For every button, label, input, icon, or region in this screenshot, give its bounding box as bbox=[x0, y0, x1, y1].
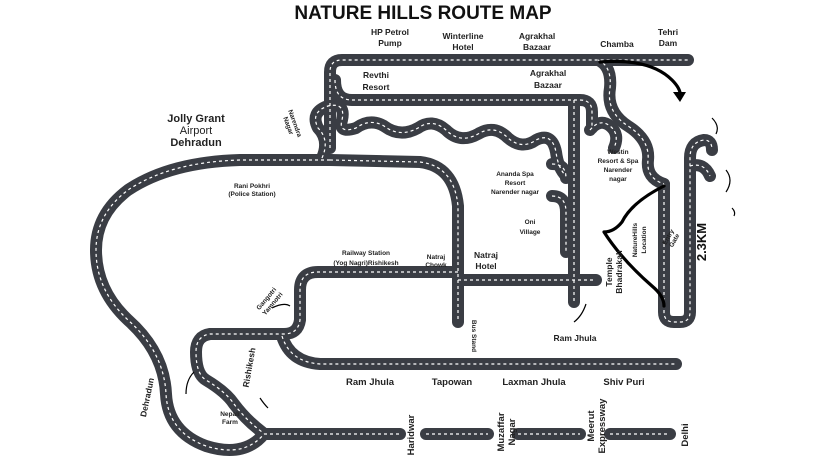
arrow-icon bbox=[271, 303, 291, 309]
direction-arrows bbox=[185, 117, 736, 409]
road-shivpuri bbox=[276, 330, 682, 370]
label-gangotri: GangotriYamnotri bbox=[255, 286, 284, 317]
label-rishikesh: Rishikesh bbox=[241, 347, 258, 388]
arrow-icon bbox=[185, 371, 195, 395]
road-rani-pokhri bbox=[324, 154, 464, 268]
label-ram-jhula-side: Ram Jhula bbox=[554, 333, 597, 343]
label-haridwar: Haridwar bbox=[406, 414, 417, 455]
label-distance: 2.3KM bbox=[694, 223, 709, 261]
label-ram-jhula: Ram Jhula bbox=[346, 377, 395, 388]
highlight-route bbox=[598, 59, 686, 308]
label-narendra-nagar: NarendraNagar bbox=[280, 109, 303, 141]
label-meerut-expressway: MeerutExpressway bbox=[586, 398, 608, 454]
road-railway bbox=[190, 266, 464, 438]
map-title: NATURE HILLS ROUTE MAP bbox=[294, 3, 552, 24]
label-shiv-puri: Shiv Puri bbox=[603, 377, 644, 388]
arrow-icon bbox=[725, 169, 731, 193]
label-railway-station: Railway Station(Yog Nagri)Rishikesh bbox=[333, 250, 398, 267]
label-laxman-jhula: Laxman Jhula bbox=[502, 377, 566, 388]
label-bus-stand: Bus Stand bbox=[470, 320, 477, 352]
label-dehradun-side: Dehradun bbox=[138, 377, 156, 418]
label-muzaffar-nagar: MuzaffarNagar bbox=[496, 412, 518, 451]
label-delhi: Delhi bbox=[680, 423, 691, 446]
road-westin-branch bbox=[584, 116, 623, 154]
label-temple-bhadrakali: TempleBhadrakali bbox=[604, 250, 624, 293]
arrow-icon bbox=[711, 117, 718, 135]
label-tapowan: Tapowan bbox=[432, 377, 473, 388]
arrow-icon bbox=[259, 397, 269, 409]
lane-markings bbox=[95, 59, 713, 451]
road-oni bbox=[546, 190, 572, 258]
arrow-icon bbox=[573, 303, 587, 323]
label-chamba: Chamba bbox=[600, 39, 634, 49]
arrow-icon bbox=[731, 207, 736, 217]
label-rani-pokhri: Rani Pokhri(Police Station) bbox=[228, 183, 275, 198]
